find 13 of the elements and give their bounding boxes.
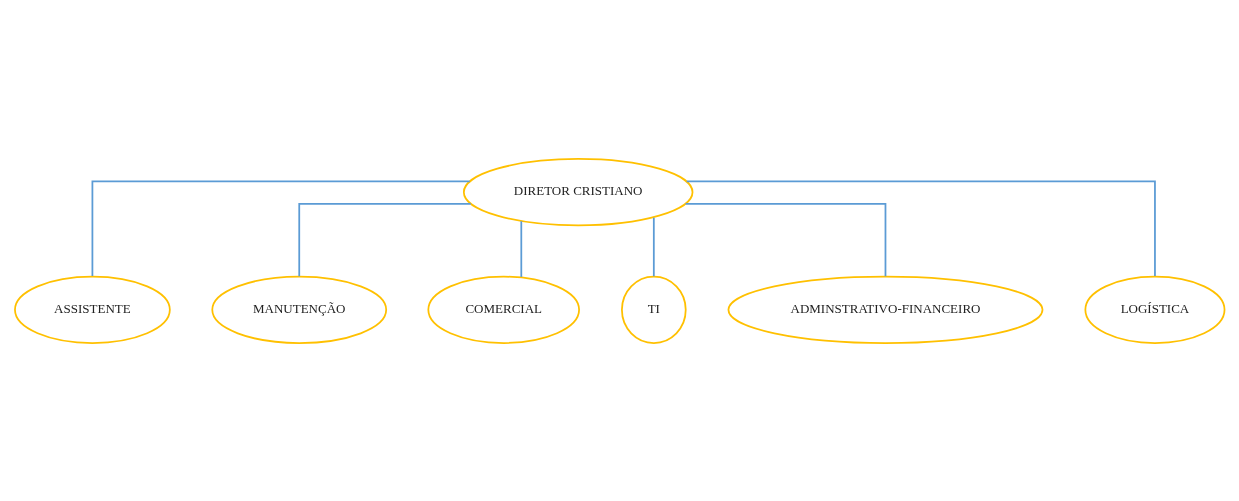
node-circle: TI (621, 275, 687, 344)
connector (652, 216, 655, 277)
node-ellipse: ASSISTENTE (14, 275, 171, 344)
node-ellipse: ADMINSTRATIVO-FINANCEIRO (727, 275, 1044, 344)
connector (520, 219, 523, 278)
node-ellipse: DIRETOR CRISTIANO (462, 157, 694, 226)
connector (298, 202, 472, 277)
connector (684, 202, 887, 277)
connector (685, 179, 1156, 277)
connector (91, 179, 471, 277)
node-ellipse: COMERCIAL (427, 275, 580, 344)
node-ellipse: MANUTENÇÃO (211, 275, 388, 344)
node-ellipse: LOGÍSTICA (1084, 275, 1226, 344)
